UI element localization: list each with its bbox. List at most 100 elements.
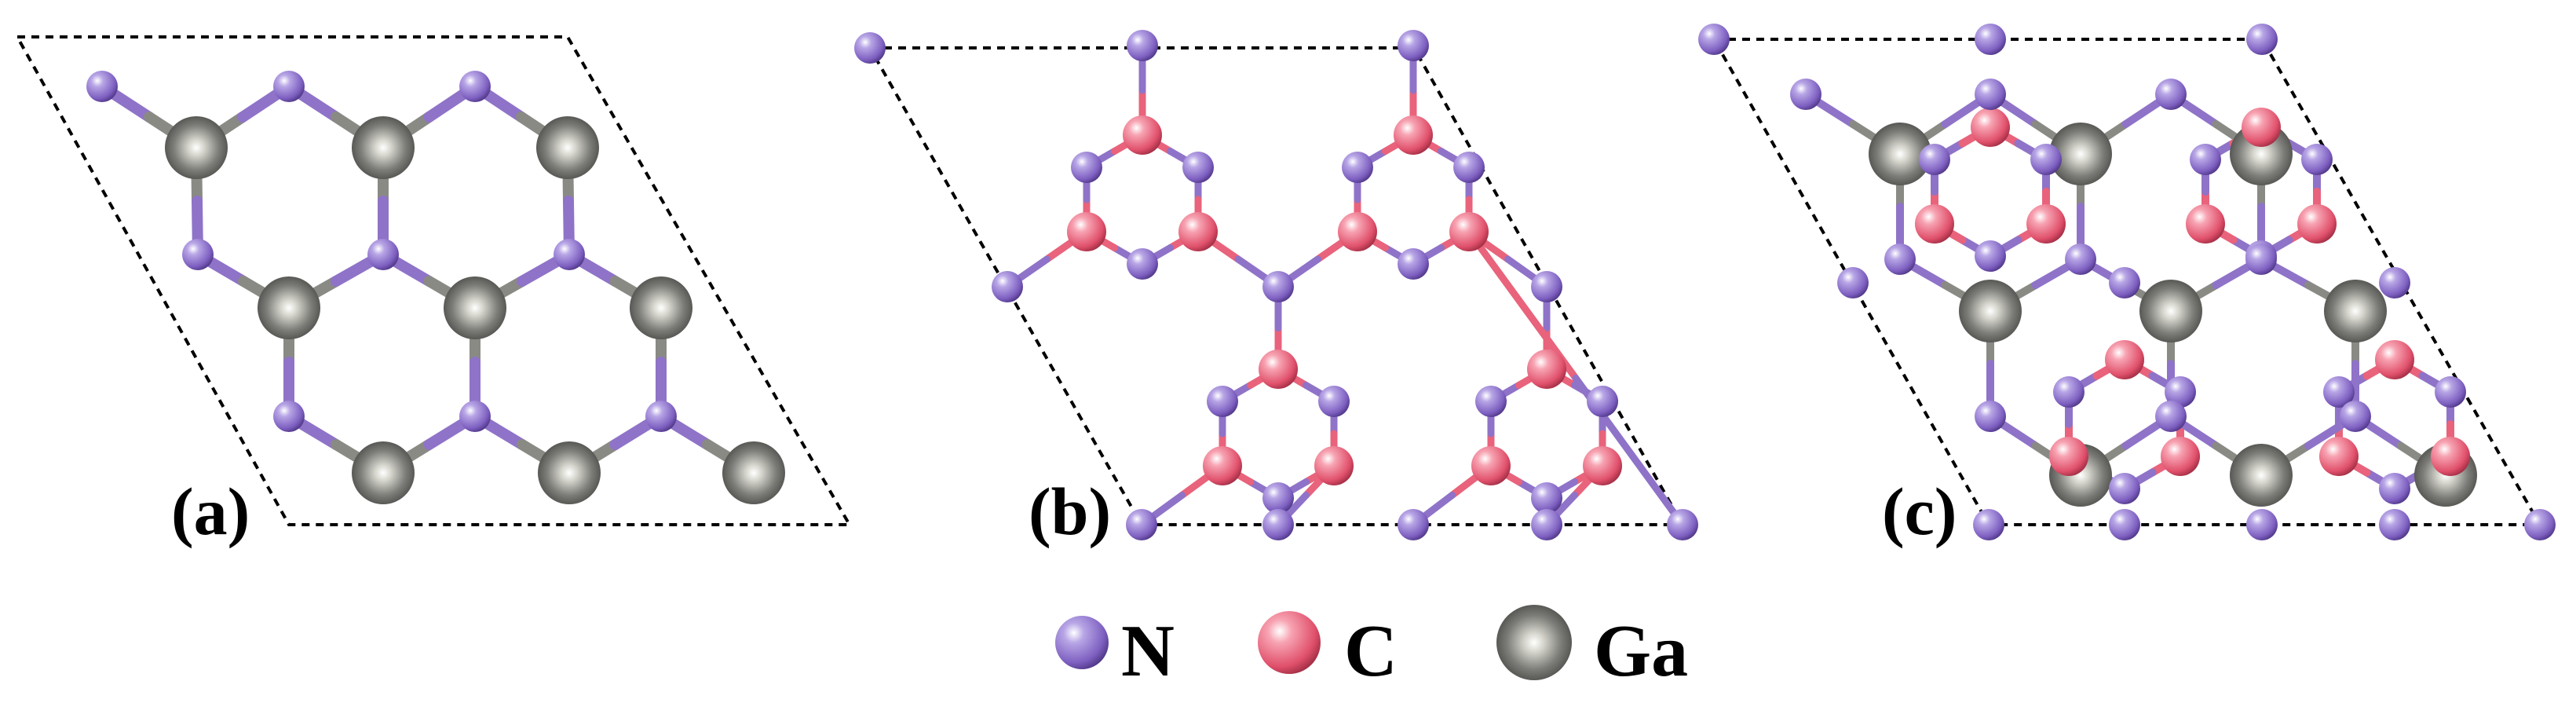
- nitrogen-atom: [1975, 79, 2006, 110]
- carbon-atom: [1527, 350, 1566, 389]
- nitrogen-atom: [1341, 152, 1373, 183]
- gallium-atom: [1959, 280, 2022, 342]
- nitrogen-atom: [2379, 473, 2410, 504]
- nitrogen-atom: [2246, 24, 2278, 55]
- carbon-atom: [1202, 446, 1242, 485]
- nitrogen-atom: [273, 71, 305, 102]
- nitrogen-atom: [1453, 152, 1485, 183]
- nitrogen-atom: [1587, 386, 1619, 417]
- nitrogen-atom: [1262, 271, 1294, 302]
- nitrogen-atom: [2109, 509, 2140, 540]
- nitrogen-atom: [2322, 376, 2355, 408]
- nitrogen-atom: [367, 239, 399, 270]
- carbon-atom: [2048, 437, 2088, 476]
- carbon-atom: [1971, 108, 2010, 147]
- carbon-atom: [2185, 204, 2225, 243]
- nitrogen-atom: [2379, 509, 2410, 540]
- carbon-atom: [1337, 212, 1377, 251]
- nitrogen-atom: [1837, 267, 1869, 298]
- panel-c: (c): [1698, 24, 2556, 549]
- nitrogen-atom: [2189, 144, 2221, 175]
- panel-a: (a): [14, 35, 853, 549]
- panel-label: (b): [1029, 474, 1111, 549]
- gallium-atom: [630, 276, 692, 339]
- carbon-atom: [1394, 115, 1433, 155]
- carbon-atom: [1583, 446, 1623, 485]
- nitrogen-atom: [2435, 376, 2467, 408]
- carbon-atom: [1449, 212, 1489, 251]
- panel-b: (b): [854, 30, 1698, 549]
- nitrogen-atom: [1975, 24, 2006, 55]
- nitrogen-atom: [2065, 243, 2096, 275]
- legend-item-gallium: Ga: [1496, 605, 1688, 692]
- gallium-atom: [1869, 123, 1931, 185]
- gallium-atom-icon: [1496, 605, 1572, 680]
- legend-item-carbon: C: [1258, 610, 1398, 692]
- gallium-atom: [2139, 280, 2202, 342]
- carbon-atom: [2161, 437, 2201, 476]
- nitrogen-atom: [1531, 509, 1562, 540]
- nitrogen-atom: [86, 71, 118, 102]
- atoms: [1698, 24, 2556, 540]
- nitrogen-atom: [854, 32, 886, 64]
- nitrogen-atom: [1398, 248, 1429, 280]
- nitrogen-atom: [1070, 152, 1102, 183]
- nitrogen-atom: [1127, 30, 1158, 61]
- nitrogen-atom: [1531, 271, 1562, 302]
- nitrogen-atom: [1975, 401, 2006, 432]
- nitrogen-atom: [2340, 401, 2371, 432]
- nitrogen-atom-icon: [1055, 616, 1109, 669]
- nitrogen-atom: [1531, 482, 1562, 514]
- gallium-atom: [538, 441, 601, 504]
- nitrogen-atom: [1398, 509, 1429, 540]
- carbon-atom: [1914, 204, 1954, 243]
- gallium-atom: [722, 441, 785, 504]
- nitrogen-atom: [1918, 144, 1950, 175]
- panel-label: (c): [1882, 474, 1957, 549]
- legend-item-nitrogen: N: [1055, 610, 1175, 692]
- nitrogen-atom: [1262, 509, 1294, 540]
- nitrogen-atom: [1206, 386, 1238, 417]
- carbon-atom: [1314, 446, 1354, 485]
- gallium-atom: [352, 441, 415, 504]
- nitrogen-atom: [2109, 473, 2140, 504]
- carbon-atom: [2242, 108, 2281, 147]
- nitrogen-atom: [2246, 509, 2278, 540]
- nitrogen-atom: [2524, 509, 2556, 540]
- carbon-atom: [2105, 340, 2144, 379]
- carbon-atom: [2297, 204, 2337, 243]
- nitrogen-atom: [2301, 144, 2333, 175]
- legend-label: Ga: [1594, 610, 1688, 692]
- nitrogen-atom: [2165, 376, 2197, 408]
- legend-label: C: [1344, 610, 1398, 692]
- gallium-atom: [2049, 123, 2112, 185]
- nitrogen-atom: [1973, 509, 2004, 540]
- nitrogen-atom: [459, 401, 491, 432]
- nitrogen-atom: [1398, 30, 1429, 61]
- nitrogen-atom: [1884, 243, 1916, 275]
- gallium-atom: [165, 116, 228, 179]
- nitrogen-atom: [2245, 243, 2277, 275]
- nitrogen-atom: [2030, 144, 2063, 175]
- nitrogen-atom: [1975, 240, 2006, 272]
- carbon-atom: [1178, 212, 1219, 251]
- carbon-atom: [1123, 115, 1162, 155]
- nitrogen-atom: [554, 239, 585, 270]
- gallium-atom: [536, 116, 599, 179]
- nitrogen-atom: [2052, 376, 2085, 408]
- legend: N C Ga: [1055, 605, 1688, 692]
- carbon-atom: [1259, 350, 1298, 389]
- gallium-atom: [2324, 280, 2387, 342]
- nitrogen-atom: [2155, 79, 2187, 110]
- nitrogen-atom: [273, 401, 305, 432]
- nitrogen-atom: [1182, 152, 1215, 183]
- nitrogen-atom: [1262, 482, 1294, 514]
- carbon-atom: [2026, 204, 2066, 243]
- nitrogen-atom: [992, 271, 1023, 302]
- carbon-atom: [2431, 437, 2471, 476]
- nitrogen-atom: [1126, 509, 1157, 540]
- panel-label: (a): [171, 474, 250, 549]
- nitrogen-atom: [1318, 386, 1350, 417]
- nitrogen-atom: [1698, 24, 1730, 55]
